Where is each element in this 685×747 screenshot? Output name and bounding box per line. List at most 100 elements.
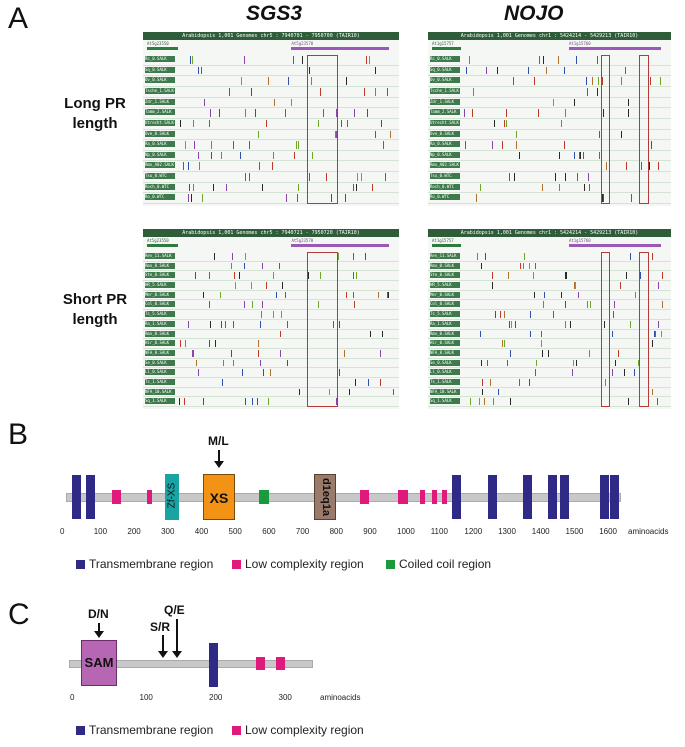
variant-mark (279, 262, 281, 270)
variant-mark (341, 119, 343, 128)
legend-swatch-tm (76, 726, 85, 735)
sample-label: Ove_0.SALK (145, 130, 175, 137)
variant-mark (214, 340, 216, 347)
variant-mark (241, 369, 243, 376)
variant-mark (542, 56, 544, 64)
variant-mark (331, 194, 333, 202)
sample-row-line (428, 203, 671, 204)
sample-label: Ts_1.SALK (430, 378, 460, 385)
variant-mark (250, 87, 252, 96)
variant-mark (209, 340, 211, 347)
variant-mark (298, 183, 300, 192)
variant-mark (542, 349, 543, 357)
variant-mark (381, 330, 383, 338)
b-tick-label: 1400 (531, 527, 550, 536)
sample-row-line (143, 128, 399, 130)
variant-mark (230, 349, 232, 357)
variant-mark (535, 262, 537, 270)
variant-mark (654, 330, 656, 338)
promoter-region-box (639, 252, 650, 407)
variant-mark (377, 291, 379, 299)
variant-mark (480, 183, 482, 192)
variant-mark (515, 130, 517, 139)
variant-mark (544, 291, 546, 299)
sample-label: Tamm_2.SALK (145, 109, 175, 116)
sample-row-line (428, 406, 671, 407)
variant-mark (569, 320, 571, 328)
variant-mark (257, 398, 259, 405)
c-tick-label: 0 (70, 693, 75, 702)
variant-mark (530, 311, 532, 318)
variant-mark (374, 66, 376, 75)
variant-mark (184, 340, 186, 347)
variant-mark (332, 320, 334, 328)
variant-mark (213, 253, 215, 260)
variant-mark (485, 253, 487, 260)
sample-row-line (428, 192, 671, 194)
sample-label: Rc_0.SALK (145, 56, 175, 62)
variant-mark (653, 330, 655, 338)
variant-mark (497, 388, 499, 396)
variant-mark (281, 282, 283, 289)
variant-mark (385, 173, 387, 181)
variant-mark (366, 56, 367, 64)
variant-mark (235, 282, 237, 289)
sample-row-line (143, 181, 399, 183)
low-complexity-region (398, 490, 408, 504)
variant-mark (637, 359, 639, 367)
sample-row-line (428, 396, 671, 398)
variant-mark (387, 291, 389, 299)
legend-label-cc: Coiled coil region (399, 557, 492, 571)
variant-mark (383, 141, 385, 149)
sample-label: Utrecht.SALK (145, 119, 175, 126)
legend-label-tm: Transmembrane region (89, 557, 214, 571)
sample-label: Mer_0.SALK (430, 291, 460, 298)
sam-domain: SAM (81, 640, 117, 686)
gene-model-right (568, 47, 662, 50)
variant-mark (209, 320, 211, 328)
variant-mark (661, 330, 663, 338)
genome-browser-nojo-short: Arabidopsis 1,001 Genomes chr1 : 5424214… (428, 229, 671, 409)
low-complexity-region (276, 657, 285, 670)
variant-mark (630, 194, 632, 202)
legend-swatch-cc (386, 560, 395, 569)
variant-mark (598, 151, 600, 160)
variant-mark (255, 109, 257, 117)
sample-row-line (143, 367, 399, 369)
zf-xs-label: Zf-XS (166, 482, 178, 509)
variant-mark (587, 173, 589, 181)
variant-mark (219, 109, 221, 117)
variant-mark (533, 77, 535, 85)
gene-model-left (147, 47, 178, 50)
variant-mark (564, 141, 566, 149)
sample-row-line (143, 406, 399, 407)
variant-mark (184, 141, 186, 149)
variant-mark (628, 398, 630, 405)
variant-mark (480, 359, 482, 367)
zf-xs-domain: Zf-XS (165, 474, 179, 520)
variant-mark (381, 119, 383, 128)
b-tick-label: 1600 (599, 527, 617, 536)
variant-mark (364, 253, 366, 260)
variant-mark (220, 151, 222, 160)
variant-mark (337, 56, 339, 64)
mutation-arrow-sr (162, 635, 164, 652)
variant-mark (538, 56, 540, 64)
variant-mark (345, 194, 347, 202)
variant-mark (180, 119, 182, 128)
variant-mark (553, 98, 555, 107)
sample-row-line (143, 160, 399, 162)
sample-label: Hir_0.SALK (145, 340, 175, 347)
c-tick-label: 300 (278, 693, 292, 702)
sample-label: Ra_0.SALK (145, 141, 175, 148)
variant-mark (491, 272, 493, 280)
variant-mark (261, 262, 263, 270)
variant-mark (199, 162, 201, 171)
variant-mark (192, 119, 194, 128)
b-tick-label: 0 (60, 527, 65, 536)
variant-mark (209, 109, 211, 117)
sample-row-line (143, 149, 399, 151)
gene-model-left (432, 244, 462, 247)
sample-label: Col_0.SALK (430, 301, 460, 308)
variant-mark (319, 87, 321, 96)
